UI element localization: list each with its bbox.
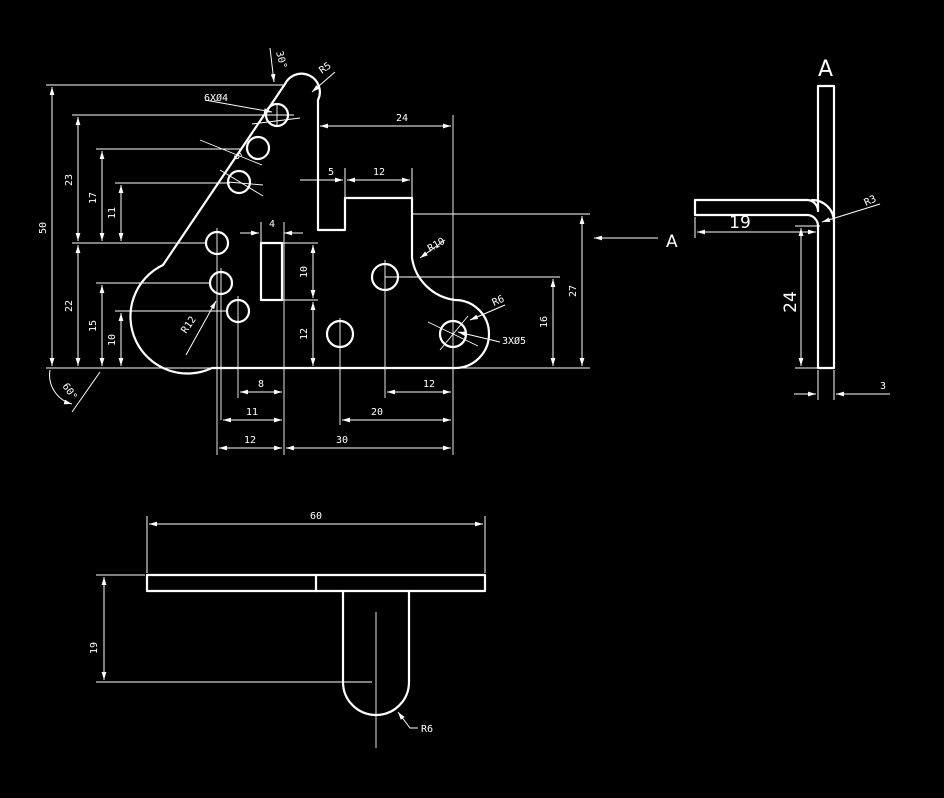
dim-8: 8 [258, 379, 264, 390]
side-dimensions [694, 203, 890, 400]
rect-slot [259, 241, 284, 302]
dim-12-top: 12 [373, 167, 385, 178]
callout-r12: R12 [179, 315, 198, 336]
dim-27: 27 [568, 285, 579, 297]
side-dim-19: 19 [729, 213, 751, 233]
front-outline [129, 72, 491, 375]
bottom-dim-19: 19 [89, 642, 100, 654]
view-arrow-label: A [666, 232, 678, 252]
dim-12-a: 12 [244, 435, 256, 446]
callout-r10: R10 [426, 236, 447, 255]
front-dimension-texts: 50 23 17 11 22 15 10 24 5 12 4 10 12 27 … [38, 50, 579, 446]
dim-5: 5 [328, 167, 334, 178]
bottom-radius-r6: R6 [421, 724, 433, 735]
dim-22: 22 [64, 300, 75, 312]
dim-5-slant: 5 [231, 151, 244, 162]
callout-r6: R6 [491, 294, 507, 309]
dim-23: 23 [64, 174, 75, 186]
dim-12-right: 12 [299, 328, 310, 340]
center-marks [199, 104, 479, 455]
extension-lines [46, 84, 590, 369]
dim-30: 30 [336, 435, 348, 446]
bottom-dim-60: 60 [310, 511, 322, 522]
dim-11-vertical: 11 [107, 207, 118, 219]
dim-15: 15 [88, 320, 99, 332]
view-label: A [818, 57, 833, 82]
dim-11-horizontal: 11 [246, 407, 258, 418]
dim-20: 20 [371, 407, 383, 418]
side-outline [693, 84, 836, 370]
hole-2 [245, 135, 271, 161]
dim-4: 4 [269, 219, 275, 230]
dim-24: 24 [396, 113, 408, 124]
callout-6x-d4: 6XØ4 [204, 92, 228, 104]
front-view: 50 23 17 11 22 15 10 24 5 12 4 10 12 27 … [38, 47, 590, 455]
bottom-dimensions [96, 516, 486, 729]
bottom-view: 60 19 R6 [89, 511, 487, 748]
side-dim-24: 24 [781, 291, 801, 313]
dim-10-right: 10 [299, 266, 310, 278]
dim-12-b: 12 [423, 379, 435, 390]
angle-30: 30° [273, 50, 288, 70]
side-dim-3: 3 [880, 381, 886, 392]
dimension-lines [49, 47, 585, 451]
dim-17: 17 [88, 192, 99, 204]
dim-50: 50 [38, 222, 49, 234]
dim-16: 16 [539, 316, 550, 328]
side-view: A A 19 24 3 R3 [594, 57, 890, 400]
callout-3x-d5: 3XØ5 [502, 335, 526, 347]
callout-r5: R5 [317, 61, 333, 77]
side-radius-r3: R3 [863, 194, 879, 209]
dim-10-left: 10 [107, 334, 118, 346]
